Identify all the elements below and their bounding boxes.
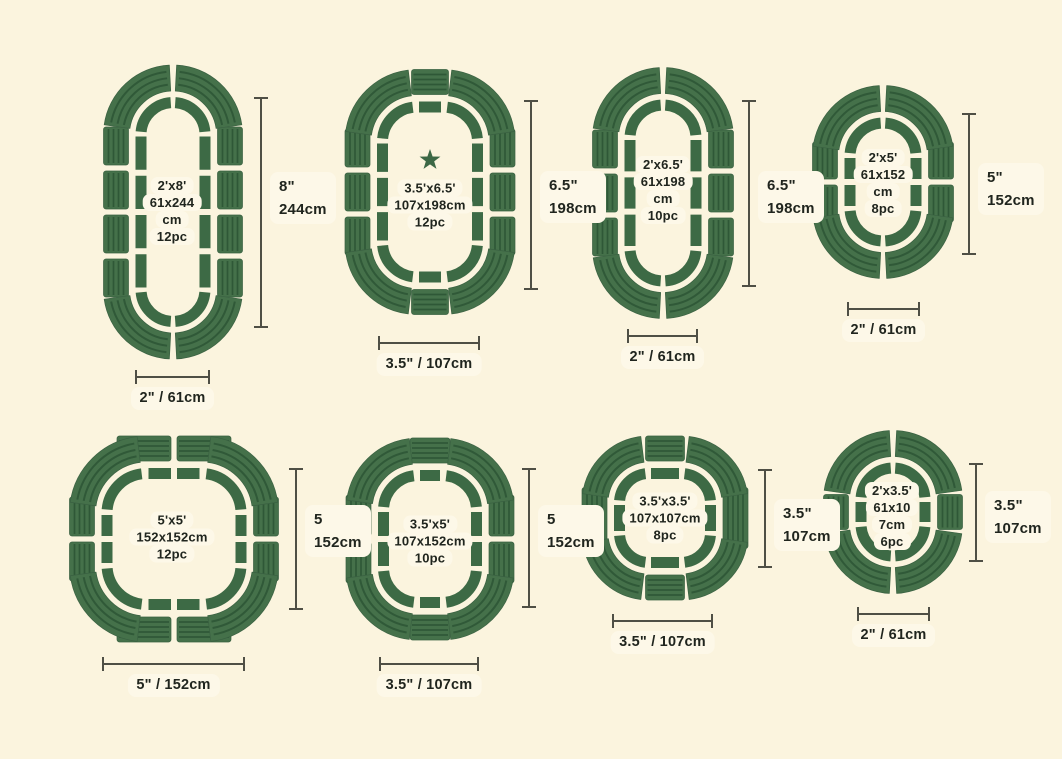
bed-diagram-2x5 bbox=[812, 85, 954, 279]
height-dimension-label: 6.5" 198cm bbox=[758, 171, 824, 223]
height-dimension-label: 5 152cm bbox=[305, 505, 371, 557]
width-dimension-line bbox=[102, 657, 245, 671]
width-dimension-label: 2" / 61cm bbox=[841, 319, 926, 342]
bed-diagram-2x8 bbox=[103, 64, 243, 360]
height-dimension-line bbox=[742, 100, 756, 287]
bed-diagram-3.5x3.5 bbox=[581, 435, 749, 601]
bed-diagram-3.5x5 bbox=[345, 437, 515, 641]
width-dimension-label: 5" / 152cm bbox=[127, 674, 220, 697]
height-dimension-label: 5 152cm bbox=[538, 505, 604, 557]
bed-diagram-2x3.5 bbox=[823, 430, 963, 594]
width-dimension-line bbox=[379, 657, 479, 671]
width-dimension-line bbox=[857, 607, 930, 621]
bed-diagram-3.5x6.5 bbox=[344, 69, 516, 315]
width-dimension-line bbox=[627, 329, 698, 343]
width-dimension-line bbox=[612, 614, 713, 628]
height-dimension-line bbox=[524, 100, 538, 290]
height-dimension-line bbox=[522, 468, 536, 608]
width-dimension-line bbox=[378, 336, 480, 350]
height-dimension-line bbox=[969, 463, 983, 562]
width-dimension-line bbox=[847, 302, 920, 316]
width-dimension-label: 3.5" / 107cm bbox=[376, 674, 482, 697]
height-dimension-line bbox=[758, 469, 772, 568]
width-dimension-label: 3.5" / 107cm bbox=[610, 631, 715, 654]
width-dimension-label: 2" / 61cm bbox=[620, 346, 705, 369]
height-dimension-label: 6.5" 198cm bbox=[540, 171, 606, 223]
width-dimension-line bbox=[135, 370, 210, 384]
height-dimension-line bbox=[254, 97, 268, 328]
width-dimension-label: 2" / 61cm bbox=[851, 624, 936, 647]
height-dimension-label: 8" 244cm bbox=[270, 172, 336, 224]
height-dimension-label: 3.5" 107cm bbox=[985, 491, 1051, 543]
height-dimension-label: 3.5" 107cm bbox=[774, 499, 840, 551]
bed-diagram-5x5 bbox=[69, 435, 279, 643]
width-dimension-label: 2" / 61cm bbox=[130, 387, 215, 410]
width-dimension-label: 3.5" / 107cm bbox=[376, 353, 482, 376]
height-dimension-line bbox=[962, 113, 976, 255]
height-dimension-label: 5" 152cm bbox=[978, 163, 1044, 215]
height-dimension-line bbox=[289, 468, 303, 610]
star-icon bbox=[419, 149, 441, 169]
